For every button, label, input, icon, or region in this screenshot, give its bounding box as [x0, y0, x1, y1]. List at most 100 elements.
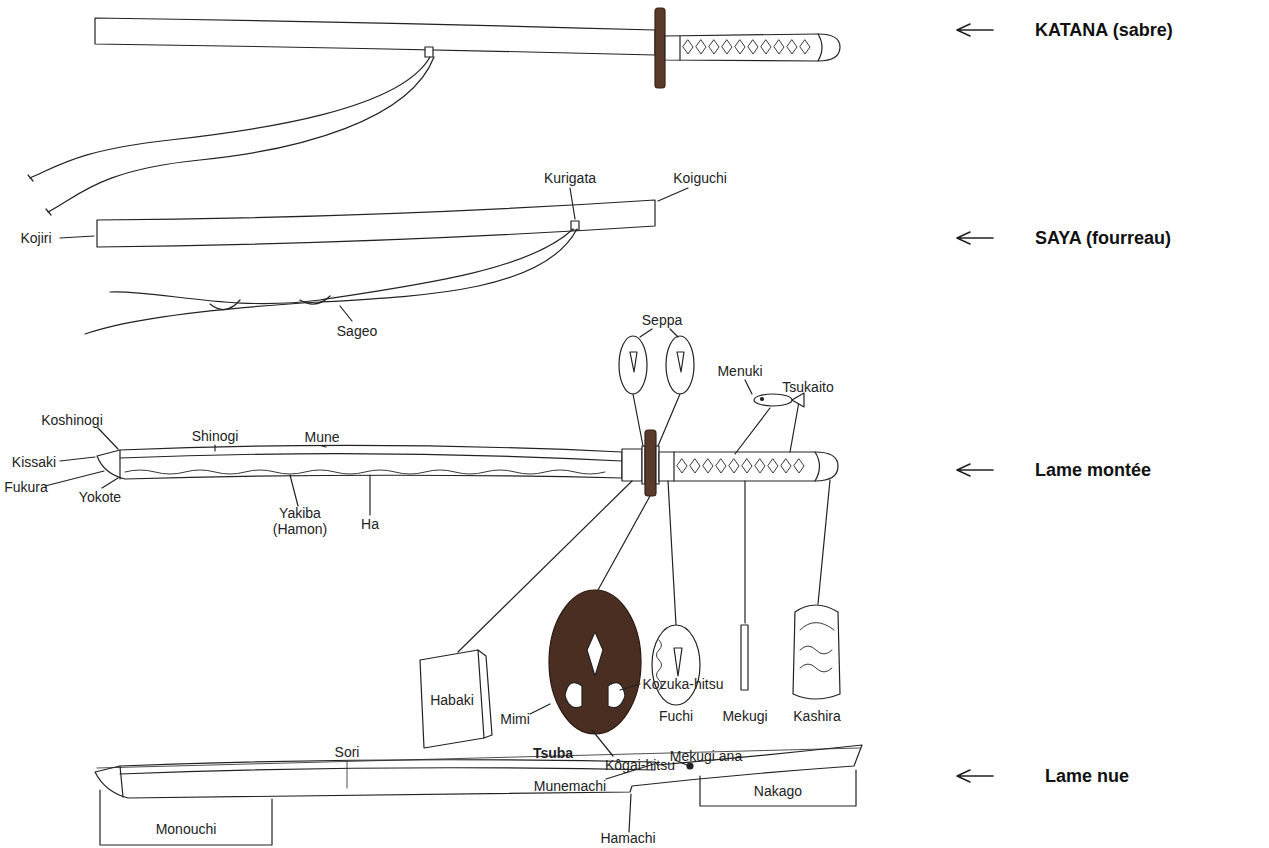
part-label: Kashira — [793, 708, 840, 724]
part-label: Kozuka-hitsu — [643, 676, 724, 692]
handle-wrap-part — [748, 40, 758, 54]
handle-wrap-part — [722, 40, 732, 54]
mounted-blade-part — [622, 449, 642, 481]
part-label: Kurigata — [544, 170, 596, 186]
mounted-blade — [45, 329, 838, 652]
section-arrows — [957, 24, 993, 782]
handle-wrap-part — [729, 459, 739, 473]
bare-blade-part — [347, 762, 348, 788]
katana-sheathed-part — [95, 18, 655, 55]
saya-scabbard-part — [85, 229, 577, 334]
katana-sheathed-part — [28, 175, 51, 215]
handle-wrap-part — [735, 40, 745, 54]
bare-blade-part — [700, 770, 856, 806]
saya-scabbard-part — [97, 200, 655, 247]
section-heading: Lame nue — [1045, 766, 1129, 787]
mounted-blade-part — [744, 481, 745, 623]
mounted-blade-part — [640, 329, 678, 337]
saya-scabbard-part — [658, 188, 688, 201]
part-label: Kissaki — [12, 454, 56, 470]
saya-scabbard-part — [570, 188, 575, 219]
handle-wrap-part — [677, 459, 687, 473]
handle-wrap-part — [768, 459, 778, 473]
mounted-blade-part — [630, 352, 637, 372]
mounted-blade-part — [677, 352, 684, 372]
part-label: Habaki — [429, 692, 475, 708]
part-label: Tsuba — [533, 745, 573, 761]
part-label: Fukura — [4, 479, 48, 495]
mounted-blade-part — [120, 454, 622, 461]
part-label: Mekugi ana — [670, 748, 742, 764]
section-heading: KATANA (sabre) — [1035, 20, 1173, 41]
exploded-parts-part — [420, 650, 484, 748]
mounted-blade-part — [102, 478, 118, 488]
part-label: Koiguchi — [673, 170, 727, 186]
part-label: Yokote — [79, 489, 121, 505]
saya-scabbard-part — [110, 229, 573, 304]
saya-scabbard-part — [210, 296, 330, 310]
exploded-parts-part — [549, 590, 641, 734]
mounted-blade-part — [97, 445, 622, 479]
mounted-blade-part — [659, 452, 838, 481]
exploded-parts-part — [793, 605, 840, 699]
mounted-blade-part — [735, 408, 770, 454]
exploded-parts-part — [592, 730, 613, 756]
mounted-blade-part — [369, 475, 370, 515]
bare-blade-part — [629, 794, 631, 832]
mounted-blade-part — [619, 336, 647, 394]
mounted-blade-part — [761, 398, 764, 401]
bare-blade-part — [95, 745, 862, 798]
section-heading: Lame montée — [1035, 460, 1151, 481]
katana-sheathed-part — [818, 34, 822, 61]
exploded-parts-part — [674, 648, 682, 676]
mounted-blade-part — [754, 394, 792, 406]
part-label: Ha — [361, 516, 379, 532]
mounted-blade-part — [119, 450, 120, 479]
handle-wrap-part — [787, 40, 797, 54]
katana-sheathed-part — [48, 57, 434, 212]
part-label: Mekugi — [722, 708, 767, 724]
part-label: Seppa — [642, 312, 682, 328]
mounted-blade-part — [598, 496, 650, 590]
section-heading: SAYA (fourreau) — [1035, 228, 1171, 249]
part-label: Munemachi — [534, 778, 606, 794]
exploded-parts-part — [608, 683, 625, 708]
mounted-blade-part — [633, 394, 680, 446]
mounted-blade-part — [645, 430, 656, 496]
exploded-parts-part — [565, 683, 582, 708]
handle-wrap-part — [781, 459, 791, 473]
part-label: Fuchi — [659, 708, 693, 724]
handle-wrap-part — [683, 40, 693, 54]
exploded-parts-part — [530, 704, 550, 714]
mounted-blade-part — [818, 480, 830, 604]
section-arrows-part — [957, 24, 993, 36]
saya-scabbard-part — [571, 221, 579, 230]
part-label: Nakago — [754, 783, 802, 799]
part-label: Monouchi — [156, 821, 217, 837]
handle-wrap-part — [800, 40, 810, 54]
section-arrows-part — [957, 232, 993, 244]
handle-wrap-part — [696, 40, 706, 54]
handle-wrap — [677, 40, 810, 473]
mounted-blade-part — [60, 457, 95, 461]
bare-blade-part — [100, 790, 272, 845]
handle-wrap-part — [755, 459, 765, 473]
mounted-blade-part — [666, 336, 694, 394]
handle-wrap-part — [709, 40, 719, 54]
handle-wrap-part — [703, 459, 713, 473]
exploded-parts-part — [652, 625, 700, 705]
part-label: Mune — [304, 429, 339, 445]
part-label: Tsukaito — [782, 379, 833, 395]
exploded-parts-part — [741, 625, 748, 690]
mounted-blade-part — [322, 446, 326, 447]
part-label: Sori — [335, 744, 360, 760]
part-label: Hamachi — [600, 830, 655, 846]
mounted-blade-part — [745, 380, 752, 394]
mounted-blade-part — [290, 475, 298, 506]
bare-blade-part — [97, 748, 860, 768]
handle-wrap-part — [761, 40, 771, 54]
handle-wrap-part — [690, 459, 700, 473]
part-label: Kojiri — [20, 230, 51, 246]
part-label: Kôgai-hitsu — [605, 757, 675, 773]
